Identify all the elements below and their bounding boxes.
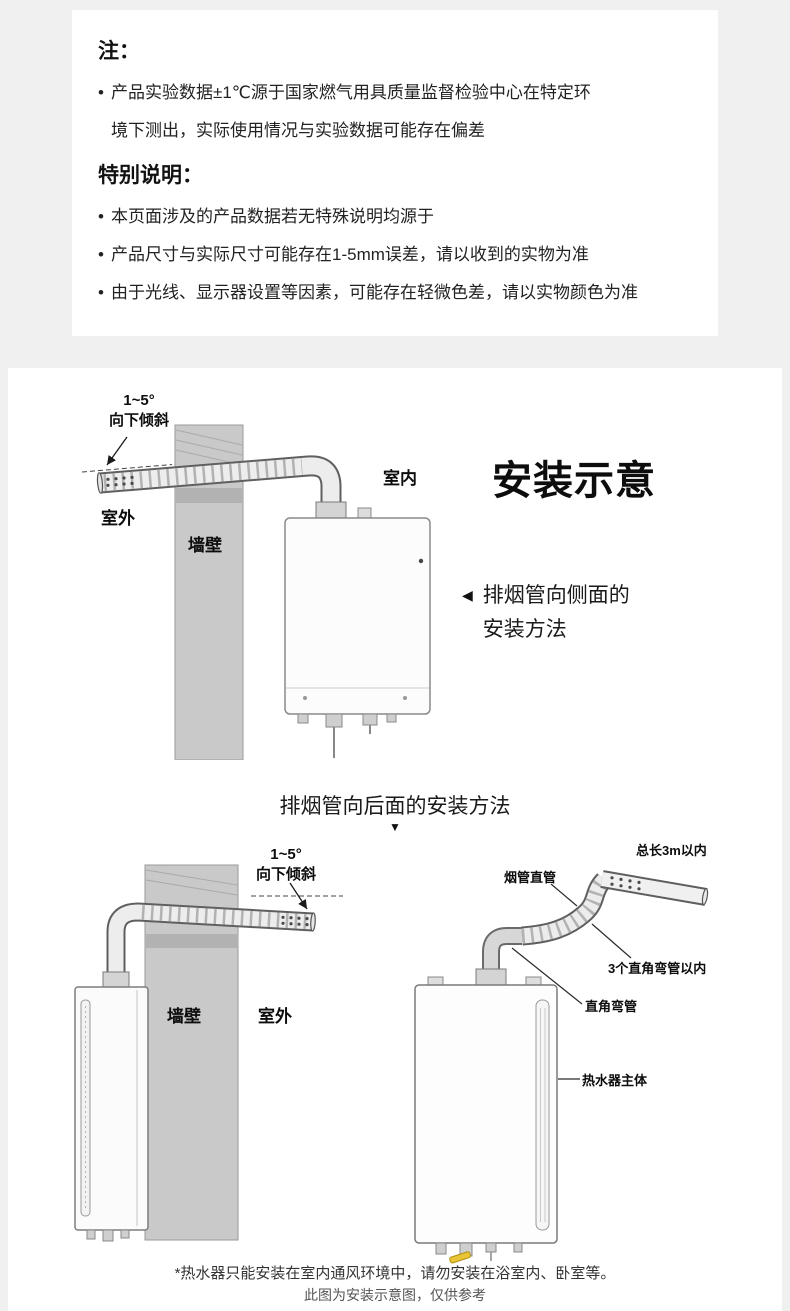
water-heater [74, 971, 149, 1242]
notes-card: 注： 产品实验数据±1℃源于国家燃气用具质量监督检验中心在特定环 境下测出，实际… [72, 10, 718, 336]
special-note-text: 由于光线、显示器设置等因素，可能存在轻微色差，请以实物颜色为准 [111, 283, 638, 302]
d2-outdoor-label: 室外 [258, 1007, 292, 1026]
d3-elbow-label: 直角弯管 [585, 999, 638, 1014]
d2-wall-label: 墙壁 [167, 1007, 201, 1026]
gas-valve-handle [449, 1251, 471, 1264]
wall-cross-section [144, 864, 239, 1241]
side-method-caption: ◀ 排烟管向侧面的 安装方法 [462, 579, 630, 647]
left-triangle-icon: ◀ [462, 587, 473, 603]
d3-straight-pipe-label: 烟管直管 [504, 870, 557, 885]
pipe-perforations [106, 475, 134, 487]
flue-pipe [106, 902, 316, 978]
special-note-text: 产品尺寸与实际尺寸可能存在1-5mm误差，请以收到的实物为准 [111, 245, 589, 264]
footnote-line-1: *热水器只能安装在室内通风环境中，请勿安装在浴室内、卧室等。 [174, 1265, 616, 1282]
d1-tilt-label: 1~5° 向下倾斜 [108, 392, 169, 430]
d1-outdoor-label: 室外 [101, 509, 135, 528]
notes-title: 注： [98, 40, 140, 63]
bullet-dot [98, 236, 111, 274]
tilt-annotation [251, 882, 343, 910]
back-method-title: 排烟管向后面的安装方法 [279, 795, 511, 818]
back-install-diagram [74, 864, 343, 1242]
flue-collar [475, 968, 507, 986]
bottom-fittings [297, 713, 397, 758]
d1-indoor-label: 室内 [383, 469, 417, 488]
pipe-components-diagram [414, 870, 709, 1264]
bullet-dot [98, 274, 111, 312]
pipe-perforations [281, 915, 309, 927]
note-item: 产品实验数据±1℃源于国家燃气用具质量监督检验中心在特定环 境下测出，实际使用情… [98, 74, 692, 150]
d3-max-bends-label: 3个直角弯管以内 [608, 961, 707, 976]
install-title: 安装示意 [492, 459, 656, 503]
flue-pipe [96, 455, 342, 510]
side-method-label: 排烟管向侧面的 安装方法 [482, 584, 630, 641]
tilt-annotation [81, 436, 173, 473]
special-note-text: 本页面涉及的产品数据若无特殊说明均源于 [111, 207, 434, 226]
special-note-item: 本页面涉及的产品数据若无特殊说明均源于 [98, 198, 692, 236]
pipe-perforations [610, 876, 641, 891]
footnote-line-2: 此图为安装示意图，仅供参考 [304, 1287, 486, 1303]
down-arrow-icon: ▼ [389, 820, 401, 834]
special-notes-title: 特别说明： [98, 164, 203, 187]
side-install-diagram [81, 424, 431, 760]
leader-lines [511, 883, 632, 1080]
d2-tilt-label: 1~5° 向下倾斜 [255, 846, 316, 884]
bullet-dot [98, 74, 111, 150]
special-note-item: 产品尺寸与实际尺寸可能存在1-5mm误差，请以收到的实物为准 [98, 236, 692, 274]
bullet-dot [98, 198, 111, 236]
bottom-fittings [435, 1242, 523, 1261]
note-text: 产品实验数据±1℃源于国家燃气用具质量监督检验中心在特定环 境下测出，实际使用情… [111, 83, 591, 140]
d3-total-length-label: 总长3m以内 [636, 843, 707, 858]
water-heater [284, 501, 431, 758]
water-heater-body [414, 976, 558, 1264]
special-note-item: 由于光线、显示器设置等因素，可能存在轻微色差，请以实物颜色为准 [98, 274, 692, 312]
d1-wall-label: 墙壁 [188, 536, 222, 555]
bottom-fittings [86, 1229, 130, 1242]
d3-heater-body-label: 热水器主体 [582, 1073, 648, 1088]
pipe-assembly [475, 870, 709, 986]
